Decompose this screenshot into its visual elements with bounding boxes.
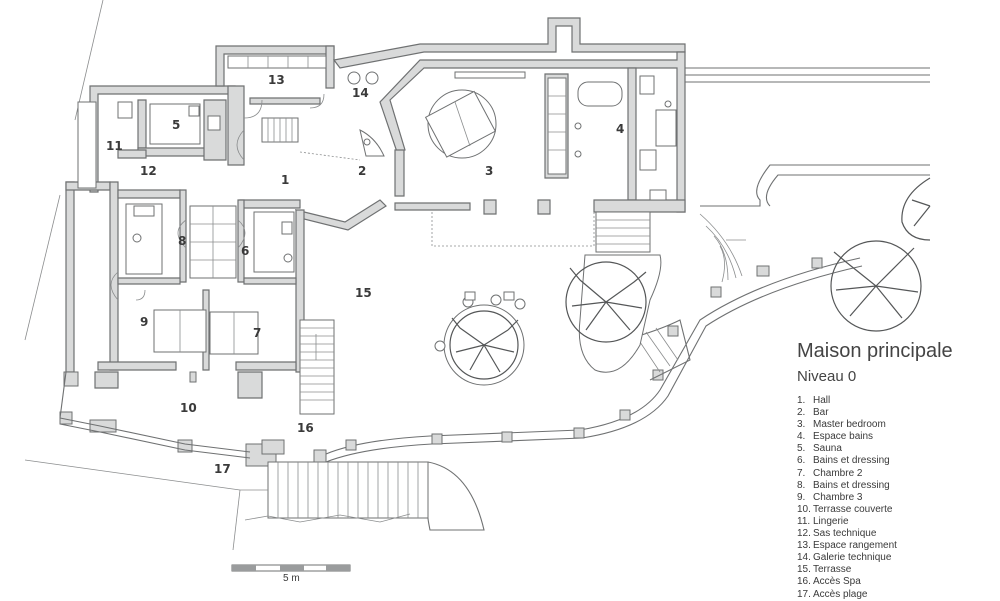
room-label-14: 14: [352, 86, 369, 100]
legend-item-label: Accès Spa: [813, 576, 861, 588]
legend-item-number: 12.: [797, 528, 811, 540]
room-label-8: 8: [178, 234, 186, 248]
legend-item-number: 1.: [797, 395, 806, 406]
room-label-11: 11: [106, 139, 123, 153]
legend-item-number: 3.: [797, 419, 806, 431]
room-label-2: 2: [358, 164, 366, 178]
legend-subtitle: Niveau 0: [797, 368, 857, 385]
legend-item-label: Bar: [813, 407, 829, 419]
room-label-4: 4: [616, 122, 624, 136]
legend-item-label: Terrasse: [813, 564, 852, 576]
furniture: [77, 55, 677, 386]
legend-item: 5. Sauna: [797, 443, 897, 455]
room-label-7: 7: [253, 326, 261, 340]
legend-item-label: Lingerie: [813, 515, 849, 527]
legend-item-label: Bains et dressing: [813, 455, 890, 467]
room-label-13: 13: [268, 73, 285, 87]
legend-item-label: Master bedroom: [813, 419, 886, 431]
room-label-10: 10: [180, 401, 197, 415]
legend-item-label: Galerie technique: [813, 552, 892, 564]
legend-item-number: 17.: [797, 588, 811, 600]
legend-item-number: 7.: [797, 467, 806, 479]
legend-item-label: Sas technique: [813, 528, 877, 540]
room-label-15: 15: [355, 286, 372, 300]
staircases: [240, 117, 691, 531]
legend-item: 8. Bains et dressing: [797, 480, 897, 492]
legend-item-number: 13.: [797, 540, 811, 552]
legend-item-number: 6.: [797, 455, 806, 467]
legend-item: 12.Sas technique: [797, 528, 897, 540]
legend-item-number: 16.: [797, 576, 811, 588]
scale-label: 5 m: [283, 573, 300, 584]
legend-item-number: 9.: [797, 491, 806, 503]
room-labels: 1 2 3 4 5 6 7 8 9 10 11 12 13 14 15 16 1…: [106, 73, 624, 476]
legend-item-number: 14.: [797, 552, 811, 564]
room-label-16: 16: [297, 421, 314, 435]
tree-3: [830, 240, 922, 332]
door-swings: [110, 93, 325, 301]
legend-item: 13.Espace rangement: [797, 540, 897, 552]
legend-item: 10.Terrasse couverte: [797, 504, 897, 516]
legend-item-label: Chambre 3: [813, 491, 863, 503]
legend-title: Maison principale: [797, 340, 953, 362]
legend-item-number: 10.: [797, 503, 811, 515]
legend-item-number: 5.: [797, 443, 806, 455]
legend-item: 14.Galerie technique: [797, 552, 897, 564]
trees: [449, 177, 931, 380]
legend-item-label: Espace rangement: [813, 540, 897, 552]
legend-item-label: Chambre 2: [813, 467, 863, 479]
legend-item: 3. Master bedroom: [797, 419, 897, 431]
terrace-edges: [59, 257, 863, 463]
legend-item: 7. Chambre 2: [797, 468, 897, 480]
scale-bar: [231, 564, 351, 572]
east-terrace: [699, 164, 930, 283]
tree-1: [449, 310, 519, 380]
room-label-12: 12: [140, 164, 157, 178]
terrace-pillars: [59, 371, 327, 467]
room-label-17: 17: [214, 462, 231, 476]
room-label-6: 6: [241, 244, 249, 258]
legend-item: 17.Accès plage: [797, 589, 897, 601]
legend-item-label: Bains et dressing: [813, 479, 890, 491]
legend-item: 15.Terrasse: [797, 564, 897, 576]
legend-item-number: 2.: [797, 407, 806, 419]
room-label-3: 3: [485, 164, 493, 178]
legend-item-number: 4.: [797, 431, 806, 443]
tree-2: [565, 261, 647, 343]
legend-item-number: 8.: [797, 479, 806, 491]
edge-pillars: [345, 257, 823, 451]
legend-item: 2. Bar: [797, 407, 897, 419]
beach-stair-treads: [277, 462, 419, 518]
legend-item: 9. Chambre 3: [797, 492, 897, 504]
legend-item-label: Hall: [813, 395, 831, 406]
legend-item-label: Accès plage: [813, 588, 868, 600]
site-boundary: [24, 0, 930, 551]
legend-item: 11.Lingerie: [797, 516, 897, 528]
legend-item: 6. Bains et dressing: [797, 455, 897, 467]
legend-item: 16.Accès Spa: [797, 576, 897, 588]
legend-item: 1. Hall: [797, 395, 897, 407]
room-label-9: 9: [140, 315, 148, 329]
legend-item-label: Terrasse couverte: [813, 503, 893, 515]
legend-item-number: 15.: [797, 564, 811, 576]
legend-item-number: 11.: [797, 515, 811, 527]
legend-item-label: Sauna: [813, 443, 842, 455]
legend-item-label: Espace bains: [813, 431, 874, 443]
dashed-outline: [299, 151, 595, 247]
legend-list: 1. Hall 2. Bar 3. Master bedroom 4. Espace bain…: [797, 395, 897, 601]
room-label-5: 5: [172, 118, 180, 132]
tree-4: [901, 177, 931, 241]
room-label-1: 1: [281, 173, 289, 187]
legend-item: 4. Espace bains: [797, 431, 897, 443]
